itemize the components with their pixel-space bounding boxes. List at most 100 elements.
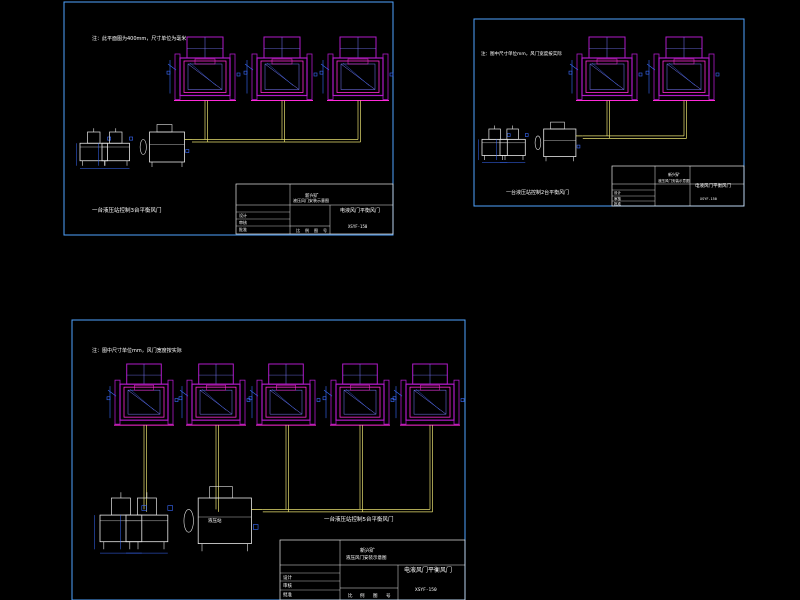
door-body-inner xyxy=(662,60,706,93)
door-swing-arc xyxy=(129,389,155,411)
door-dimension-tick xyxy=(569,63,579,71)
door-right-post xyxy=(453,379,460,425)
title-footer-cell: 例 xyxy=(360,592,365,599)
sheet-2-note: 注：图中尺寸单位mm，风门宽度按实际 xyxy=(481,50,562,57)
pump-motor xyxy=(137,497,157,516)
air-door-unit xyxy=(106,363,179,426)
door-body-inner xyxy=(585,60,629,93)
pump-tank xyxy=(125,514,169,543)
door-body-inner xyxy=(123,386,165,418)
title-row-label: 批准 xyxy=(614,201,622,206)
title-footer-cell: 例 xyxy=(305,227,309,233)
hydraulic-pump-station xyxy=(76,128,111,169)
pump-motor xyxy=(506,128,519,140)
door-dimension-tick xyxy=(320,63,330,71)
title-row-label: 设计 xyxy=(283,574,292,581)
sheet-1: 注：此平面图为400mm，尺寸单位为毫米 一台液压站控制3台平衡风门 新兴矿 液… xyxy=(63,1,394,236)
door-swing-arc xyxy=(591,62,619,86)
door-leaf-diagonal xyxy=(413,389,447,415)
sheet-3-caption: 一台液压站控制5台平衡风门 xyxy=(324,515,394,523)
door-leaf-diagonal xyxy=(589,63,625,90)
sheet-3-hydraulic-lines xyxy=(143,425,433,513)
door-dimension-tick xyxy=(179,389,189,397)
air-door-unit xyxy=(392,363,465,426)
title-company: 新兴矿 xyxy=(360,547,375,554)
door-body-inner xyxy=(339,386,381,418)
door-dimension-marker xyxy=(166,70,171,75)
cabinet-top-motor xyxy=(550,121,565,130)
sheet-2-caption: 一台液压站控制2台平衡风门 xyxy=(506,189,569,196)
door-dimension-marker xyxy=(568,70,573,75)
door-body-inner xyxy=(336,60,380,93)
title-footer-cell: 图 xyxy=(314,227,318,233)
hydraulic-pump-station xyxy=(120,492,173,554)
door-swing-arc xyxy=(266,62,294,86)
door-dimension-tick xyxy=(167,63,177,71)
door-label-box xyxy=(420,384,440,391)
control-cabinet xyxy=(149,131,185,163)
sheet-3-note: 注：图中尺寸单位mm，风门宽度按实际 xyxy=(92,347,182,354)
door-right-post xyxy=(383,379,390,425)
door-dimension-marker xyxy=(106,396,111,401)
door-label-box xyxy=(276,384,296,391)
pump-motor xyxy=(109,131,123,144)
pump-tank xyxy=(79,142,108,162)
door-left-post xyxy=(256,379,263,425)
title-footer-cell: 号 xyxy=(323,227,327,233)
title-row-label: 审核 xyxy=(283,582,292,589)
door-swing-arc xyxy=(189,62,217,86)
door-body-inner xyxy=(260,60,304,93)
door-swing-arc xyxy=(201,389,227,411)
sheet-3-title-block: 新兴矿 液压风门安装示意图 电液风门平衡风门 XSYF-150 设计 审核 批准… xyxy=(279,539,466,600)
pump-port xyxy=(141,505,147,511)
pump-motor xyxy=(87,131,101,144)
door-label-box xyxy=(206,384,226,391)
pump-motor xyxy=(111,497,131,516)
title-row-label: 设计 xyxy=(239,212,247,218)
hydraulic-pump-station xyxy=(478,125,511,163)
door-dimension-tick xyxy=(393,389,403,397)
door-dimension-marker xyxy=(645,70,650,75)
door-swing-arc xyxy=(415,389,441,411)
sheet-2: 注：图中尺寸单位mm，风门宽度按实际 一台液压站控制2台平衡风门 新兴矿 液压风… xyxy=(473,18,745,207)
air-door-unit xyxy=(166,36,241,101)
title-footer-cell: 比 xyxy=(296,227,300,233)
door-dimension-marker xyxy=(638,72,643,77)
door-left-post xyxy=(330,379,337,425)
door-right-post xyxy=(631,53,638,100)
air-door-unit xyxy=(248,363,321,426)
door-swing-arc xyxy=(668,62,696,86)
sheet-2-equipment xyxy=(478,121,583,163)
hydraulic-pump-station xyxy=(98,128,133,169)
hydraulic-cylinder-stand xyxy=(139,124,192,167)
sheet-2-door-row xyxy=(568,36,720,101)
sheet-1-equipment xyxy=(76,124,192,169)
sheet-3-door-row xyxy=(106,363,465,426)
door-dimension-tick xyxy=(244,63,254,71)
door-leaf-diagonal xyxy=(666,63,702,90)
title-code: XSYF-150 xyxy=(415,587,437,593)
door-dimension-marker xyxy=(460,398,465,402)
air-door-unit xyxy=(243,36,318,101)
door-right-post xyxy=(306,53,313,100)
pump-port xyxy=(524,133,529,137)
door-leaf-diagonal xyxy=(269,389,303,415)
door-dimension-marker xyxy=(243,70,248,75)
sheet-1-border xyxy=(63,1,394,236)
hydraulic-cylinder-stand xyxy=(183,486,263,552)
door-body-inner xyxy=(409,386,451,418)
title-block-frame xyxy=(611,165,745,207)
title-code: XSYF-150 xyxy=(700,197,717,201)
title-company: 新兴矿 xyxy=(305,192,319,199)
sheet-3-equipment: 液压站 xyxy=(94,486,263,554)
cabinet-port xyxy=(576,144,581,149)
door-right-post xyxy=(229,53,236,100)
door-swing-arc xyxy=(342,62,370,86)
air-door-unit xyxy=(645,36,720,101)
door-dimension-marker xyxy=(178,396,183,401)
door-left-post xyxy=(174,53,181,100)
cabinet-top-motor xyxy=(209,486,233,499)
title-footer-cell: 号 xyxy=(386,593,391,599)
sheet-3: 注：图中尺寸单位mm，风门宽度按实际 液压站 一台液压站控制5台平衡风门 新兴矿… xyxy=(71,319,466,600)
door-left-post xyxy=(576,53,583,100)
